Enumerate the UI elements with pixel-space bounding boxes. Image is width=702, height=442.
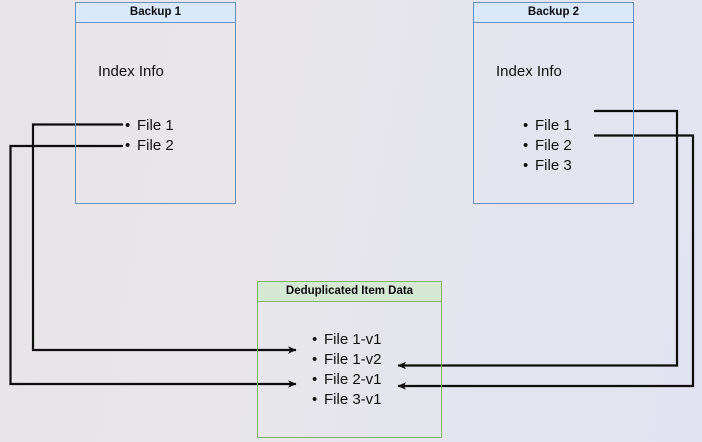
node-deduplicated-item-data[interactable]: Deduplicated Item Data File 1-v1 File 1-… (257, 281, 442, 438)
list-item-backup2-file-2: File 2 (523, 136, 572, 156)
backup-1-heading: Index Info (98, 63, 164, 80)
list-item-backup2-file-1: File 1 (523, 116, 572, 136)
list-item-dedup-file-2-v1: File 2-v1 (312, 370, 382, 390)
dedup-file-3-v1-label: File 3-v1 (324, 391, 382, 408)
list-item-backup1-file-1: File 1 (125, 116, 174, 136)
list-item-backup1-file-2: File 2 (125, 136, 174, 156)
node-backup-2-body: Index Info File 1 File 2 File 3 (473, 23, 634, 204)
list-item-dedup-file-1-v2: File 1-v2 (312, 350, 382, 370)
list-item-dedup-file-3-v1: File 3-v1 (312, 390, 382, 410)
dedup-file-1-v2-label: File 1-v2 (324, 351, 382, 368)
backup1-file-1-label: File 1 (137, 117, 174, 134)
backup2-file-1-label: File 1 (535, 117, 572, 134)
node-backup-1-body: Index Info File 1 File 2 (75, 23, 236, 204)
dedup-file-list: File 1-v1 File 1-v2 File 2-v1 File 3-v1 (310, 330, 382, 410)
backup-2-heading: Index Info (496, 63, 562, 80)
node-backup-2[interactable]: Backup 2 Index Info File 1 File 2 File 3 (473, 2, 634, 204)
backup-1-file-list: File 1 File 2 (123, 116, 174, 156)
backup2-file-3-label: File 3 (535, 157, 572, 174)
node-backup-2-title: Backup 2 (473, 2, 634, 23)
dedup-file-1-v1-label: File 1-v1 (324, 331, 382, 348)
backup2-file-2-label: File 2 (535, 137, 572, 154)
backup-2-file-list: File 1 File 2 File 3 (521, 116, 572, 176)
node-backup-1[interactable]: Backup 1 Index Info File 1 File 2 (75, 2, 236, 204)
list-item-backup2-file-3: File 3 (523, 156, 572, 176)
node-backup-1-title: Backup 1 (75, 2, 236, 23)
list-item-dedup-file-1-v1: File 1-v1 (312, 330, 382, 350)
node-dedup-title: Deduplicated Item Data (257, 281, 442, 302)
node-dedup-body: File 1-v1 File 1-v2 File 2-v1 File 3-v1 (257, 302, 442, 438)
backup1-file-2-label: File 2 (137, 137, 174, 154)
dedup-file-2-v1-label: File 2-v1 (324, 371, 382, 388)
